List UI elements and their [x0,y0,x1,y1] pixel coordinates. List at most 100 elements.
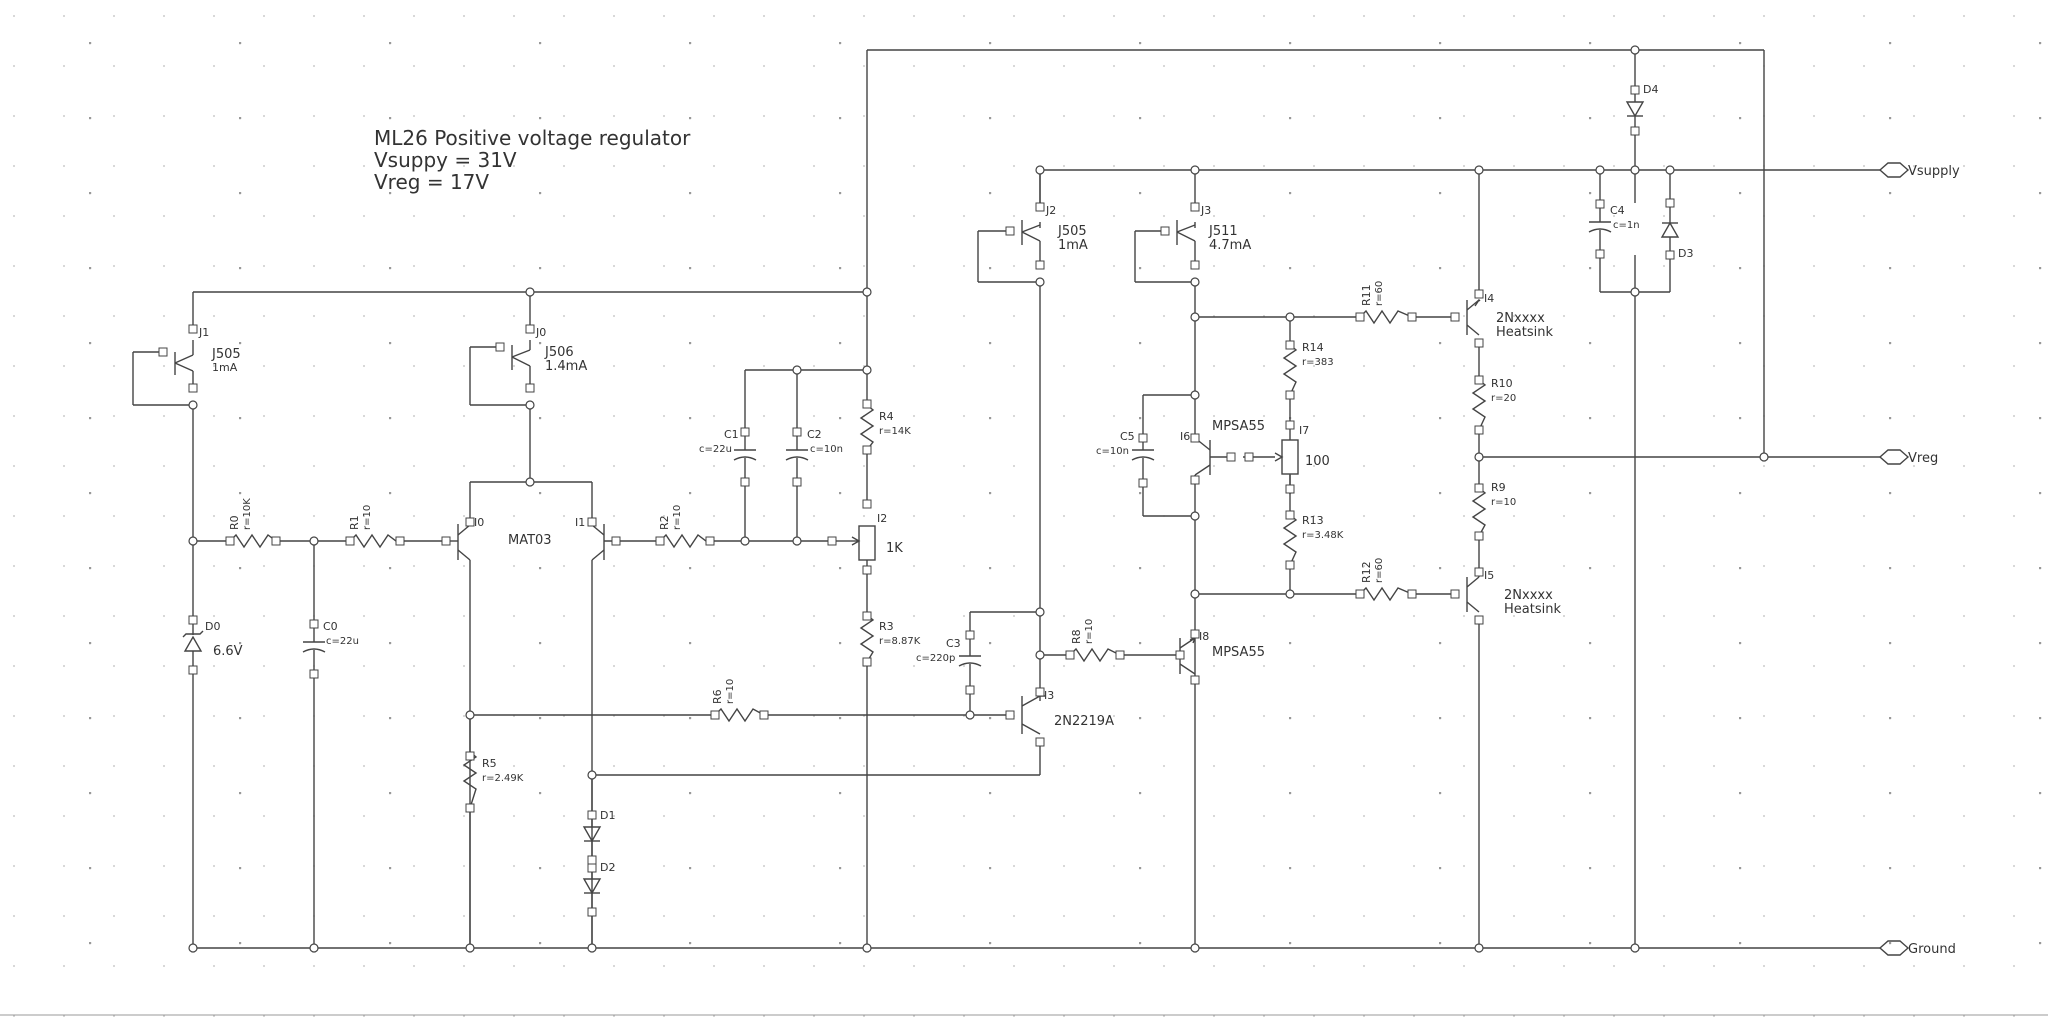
title-block: ML26 Positive voltage regulator Vsuppy =… [374,126,691,194]
i4-ref: I4 [1484,292,1494,305]
r13-ref: R13 [1302,514,1324,527]
j3-current: 4.7mA [1209,238,1251,253]
c2-ref: C2 [807,428,822,441]
r10-ref: R10 [1491,377,1513,390]
d0-ref: D0 [205,620,220,633]
i3-type: 2N2219A [1054,714,1114,729]
d0-value: 6.6V [213,644,243,659]
pots [851,298,1481,701]
labels: J1 J505 1mA J0 J506 1.4mA J2 J505 1mA J3… [198,83,1693,874]
r5-value: r=2.49K [482,773,524,784]
i0-ref: I0 [474,516,484,529]
r11-value: r=60 [1374,281,1385,306]
r6-ref: R6 [711,689,724,704]
j2-type: J505 [1057,224,1087,239]
c1-ref: C1 [724,428,739,441]
j0-current: 1.4mA [545,359,587,374]
c0-ref: C0 [323,620,338,633]
c2-value: c=10n [810,444,843,455]
j1-current: 1mA [212,361,238,374]
j2-ref: J2 [1045,204,1056,217]
i8-type: MPSA55 [1212,645,1265,660]
c4-ref: C4 [1610,204,1625,217]
r2-symbol [659,533,710,549]
r10-symbol [1471,379,1487,431]
i2-symbol [858,525,876,561]
i1-ref: I1 [575,516,585,529]
diodes [182,90,1680,912]
r0-symbol [229,533,277,549]
vsupply-label: Vsupply [1908,164,1960,179]
i5-ref: I5 [1484,569,1494,582]
c4-symbol [1588,170,1635,293]
i2-value: 1K [886,541,903,556]
vsupply-port [1878,162,1910,178]
d3-ref: D3 [1678,247,1693,260]
r5-symbol [462,751,478,809]
c5-value: c=10n [1096,446,1129,457]
r3-ref: R3 [879,620,894,633]
r12-value: r=60 [1374,558,1385,583]
r6-value: r=10 [725,679,736,704]
j1-type: J505 [211,347,241,362]
j3-type: J511 [1208,224,1238,239]
junctions [188,45,1769,953]
r4-ref: R4 [879,410,894,423]
title-line-2: Vsuppy = 31V [374,148,517,172]
r11-ref: R11 [1360,284,1373,306]
i2-ref: I2 [877,512,887,525]
r12-symbol [1359,586,1413,602]
r9-ref: R9 [1491,481,1506,494]
r12-ref: R12 [1360,561,1373,583]
r9-value: r=10 [1491,497,1516,508]
i5-note: Heatsink [1504,602,1561,617]
r13-value: r=3.48K [1302,530,1344,541]
r1-ref: R1 [348,515,361,530]
mat03-label: MAT03 [508,533,552,548]
r5-ref: R5 [482,757,497,770]
c3-value: c=220p [916,653,955,664]
i7-ref: I7 [1299,424,1309,437]
i3-ref: I3 [1044,689,1054,702]
j3-ref: J3 [1200,204,1211,217]
i7-value: 100 [1305,454,1330,469]
c3-ref: C3 [946,637,961,650]
r2-value: r=10 [672,505,683,530]
c5-ref: C5 [1120,430,1135,443]
d4-ref: D4 [1643,83,1658,96]
d1-symbol [582,815,602,860]
c4-value: c=1n [1613,220,1640,231]
capacitors [302,170,1635,690]
r8-value: r=10 [1084,619,1095,644]
r2-ref: R2 [658,515,671,530]
i6-type: MPSA55 [1212,419,1265,434]
r8-ref: R8 [1070,629,1083,644]
i8-ref: I8 [1199,630,1209,643]
r9-symbol [1471,487,1487,537]
j0-type: J506 [544,345,574,360]
d1-ref: D1 [600,809,615,822]
r8-symbol [1069,647,1121,663]
c1-value: c=22u [699,444,732,455]
ports: Vsupply Vreg Ground [1878,162,1960,957]
i6-ref: I6 [1180,430,1190,443]
r3-value: r=8.87K [879,636,921,647]
r14-ref: R14 [1302,341,1324,354]
r0-value: r=10K [242,498,253,530]
j2-current: 1mA [1058,238,1088,253]
title-line-1: ML26 Positive voltage regulator [374,126,691,150]
j1-ref: J1 [198,326,209,339]
r11-symbol [1359,309,1413,325]
r0-ref: R0 [228,515,241,530]
r10-value: r=20 [1491,393,1516,404]
r3-symbol [859,614,875,663]
r4-value: r=14K [879,426,911,437]
j0-ref: J0 [535,326,546,339]
i4-note: Heatsink [1496,325,1553,340]
r1-value: r=10 [362,505,373,530]
title-line-3: Vreg = 17V [374,170,489,194]
r6-symbol [714,707,765,723]
i5-type: 2Nxxxx [1504,588,1553,603]
